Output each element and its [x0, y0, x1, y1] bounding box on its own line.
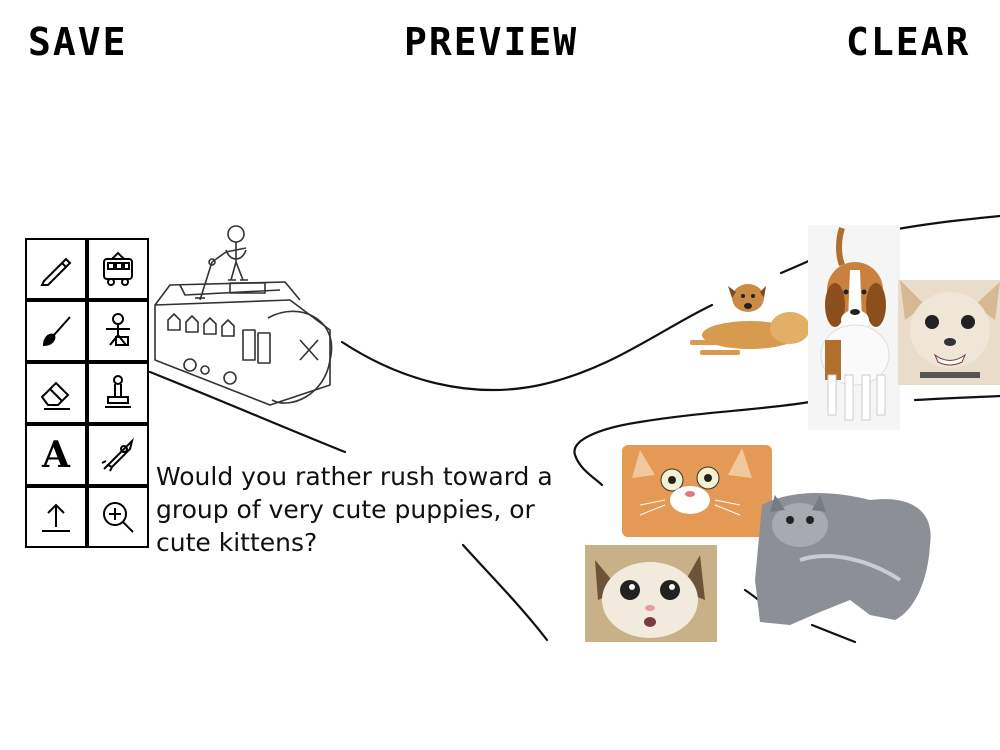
- track-line-main: [340, 303, 714, 392]
- trolley-tool[interactable]: [87, 238, 149, 300]
- rocket-tool[interactable]: [87, 424, 149, 486]
- clear-button[interactable]: CLEAR: [846, 20, 971, 64]
- track-line-bottom: [461, 543, 549, 642]
- dog-lying-photo: [690, 284, 810, 355]
- orange-cat-photo: [622, 445, 772, 537]
- chihuahua-photo: [898, 280, 1000, 385]
- pencil-icon: [40, 257, 72, 286]
- brush-tool[interactable]: [25, 300, 87, 362]
- beagle-photo: [808, 225, 900, 430]
- stamp-icon: [105, 375, 131, 408]
- track-line-right-edge: [913, 394, 1000, 402]
- text-icon: A: [42, 434, 70, 476]
- save-button[interactable]: SAVE: [28, 20, 128, 64]
- eraser-icon: [40, 381, 70, 410]
- text-tool[interactable]: A: [25, 424, 87, 486]
- person-icon: [106, 313, 130, 346]
- question-text: Would you rather rush toward a group of …: [156, 462, 553, 557]
- zoom-icon: [103, 502, 134, 533]
- preview-button[interactable]: PREVIEW: [404, 20, 579, 64]
- upload-icon: [42, 503, 70, 532]
- brush-icon: [42, 316, 71, 347]
- trolley-icon: [103, 251, 133, 286]
- zoom-tool[interactable]: [87, 486, 149, 548]
- pencil-tool[interactable]: [25, 238, 87, 300]
- grey-cat-photo: [755, 493, 931, 625]
- track-line-mid-right: [573, 400, 812, 487]
- track-line-lower-left: [148, 370, 347, 454]
- tool-palette: A: [25, 238, 149, 548]
- eraser-tool[interactable]: [25, 362, 87, 424]
- person-tool[interactable]: [87, 300, 149, 362]
- upload-tool[interactable]: [25, 486, 87, 548]
- shocked-cat-photo: [585, 545, 717, 642]
- stamp-tool[interactable]: [87, 362, 149, 424]
- rocket-icon: [101, 437, 134, 472]
- trolley-sketch: [154, 225, 333, 406]
